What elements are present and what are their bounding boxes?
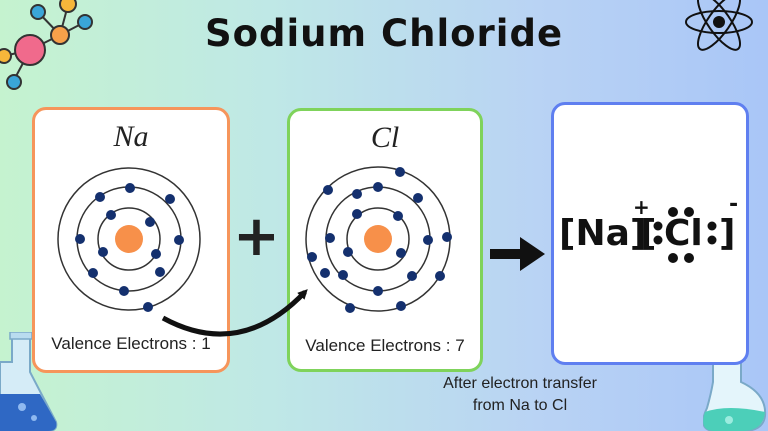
sodium-atom xyxy=(57,167,201,312)
electron xyxy=(345,303,355,313)
electron xyxy=(75,234,85,244)
electron xyxy=(174,235,184,245)
chlorine-electrons xyxy=(307,167,452,313)
electron xyxy=(88,268,98,278)
electron xyxy=(352,209,362,219)
electron xyxy=(155,267,165,277)
electron xyxy=(95,192,105,202)
electron xyxy=(396,301,406,311)
sodium-valence-label: Valence Electrons : 1 xyxy=(51,334,211,353)
chlorine-nucleus xyxy=(364,225,392,253)
lone-pair-electrons xyxy=(653,207,717,263)
electron xyxy=(413,193,423,203)
electron xyxy=(325,233,335,243)
plus-sign: + xyxy=(233,204,280,269)
transfer-caption: After electron transfer from Na to Cl xyxy=(400,373,640,417)
electron xyxy=(435,271,445,281)
electron xyxy=(338,270,348,280)
electron xyxy=(343,247,353,257)
chlorine-atom xyxy=(305,166,452,313)
electron xyxy=(393,211,403,221)
electron xyxy=(307,252,317,262)
electron-transfer-arrow xyxy=(161,289,308,337)
electron xyxy=(323,185,333,195)
electron xyxy=(145,217,155,227)
electron xyxy=(352,189,362,199)
molecule-icon xyxy=(0,0,93,90)
electron xyxy=(320,268,330,278)
caption-line-2: from Na to Cl xyxy=(472,397,568,414)
caption-line-1: After electron transfer xyxy=(443,375,597,392)
electron xyxy=(106,210,116,220)
sodium-nucleus xyxy=(115,225,143,253)
sodium-symbol: Na xyxy=(113,120,149,153)
electron xyxy=(423,235,433,245)
lewis-structure: [Na] + [ Cl ] - xyxy=(559,192,738,263)
chloride-bracket-open: [ xyxy=(640,213,656,254)
sodium-electrons xyxy=(75,183,184,312)
electron xyxy=(98,247,108,257)
sodium-ion-charge: + xyxy=(633,195,650,219)
atom-icon xyxy=(685,0,753,51)
sodium-shell-1 xyxy=(97,207,161,271)
chlorine-valence-label: Valence Electrons : 7 xyxy=(305,336,465,355)
electron xyxy=(396,248,406,258)
beaker-icon xyxy=(703,351,767,431)
page-title: Sodium Chloride xyxy=(204,12,564,55)
electron xyxy=(165,194,175,204)
chlorine-shell-1 xyxy=(346,207,410,271)
result-card xyxy=(551,102,749,365)
chlorine-symbol: Cl xyxy=(370,121,400,154)
electron xyxy=(373,182,383,192)
electron xyxy=(407,271,417,281)
electron xyxy=(119,286,129,296)
reaction-arrow xyxy=(490,237,545,271)
chloride-symbol: Cl xyxy=(664,213,703,254)
electron xyxy=(395,167,405,177)
sodium-shell-3 xyxy=(57,167,201,311)
electron xyxy=(151,249,161,259)
electron xyxy=(373,286,383,296)
electron xyxy=(125,183,135,193)
valence-electron xyxy=(143,302,153,312)
chloride-charge: - xyxy=(729,192,738,217)
sodium-ion: [Na] xyxy=(559,213,646,254)
electron xyxy=(442,232,452,242)
chloride-bracket-close: ] xyxy=(719,213,735,254)
